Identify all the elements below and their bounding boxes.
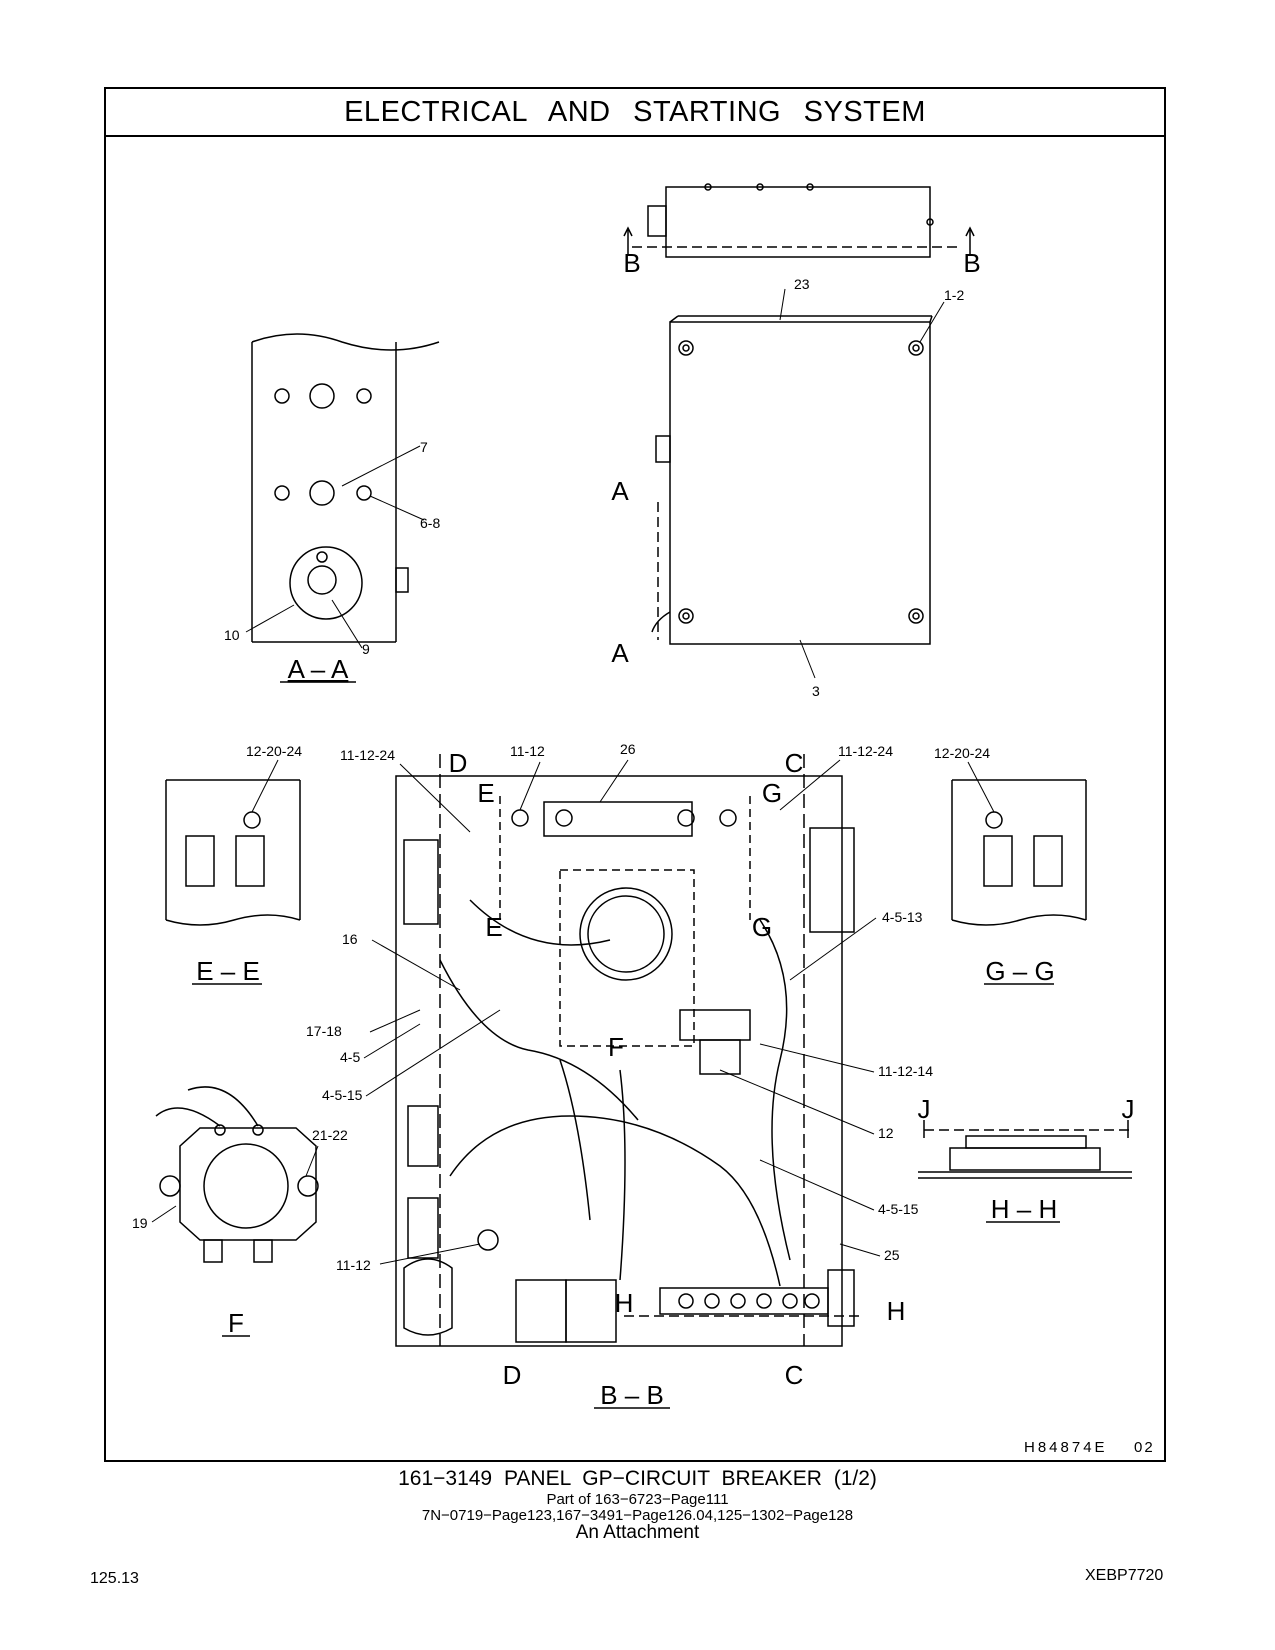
enclosure-top-view [623, 183, 975, 258]
callout-4-5-15-right: 4-5-15 [878, 1201, 919, 1217]
section-e-e-view [165, 779, 301, 926]
callout-17-18: 17-18 [306, 1023, 342, 1039]
callout-26: 26 [620, 741, 636, 757]
cut-letter-e-top: E [477, 778, 494, 808]
callout-7: 7 [420, 439, 428, 455]
section-h-h-view [918, 1120, 1132, 1179]
cut-letter-b-left: B [623, 248, 640, 278]
cut-letter-b-right: B [963, 248, 980, 278]
callout-21-22: 21-22 [312, 1127, 348, 1143]
cut-letter-h-left: H [615, 1288, 634, 1318]
section-label-h-h: H – H [991, 1194, 1057, 1224]
section-label-g-g: G – G [985, 956, 1054, 986]
cut-letter-h-right: H [887, 1296, 906, 1326]
document-id: XEBP7720 [1085, 1567, 1164, 1584]
section-label-f: F [228, 1308, 244, 1338]
callout-6-8: 6-8 [420, 515, 440, 531]
callout-19: 19 [132, 1215, 148, 1231]
callout-12-20-24-right: 12-20-24 [934, 745, 990, 761]
cut-letter-a-top: A [611, 476, 629, 506]
drawing-revision: 02 [1134, 1439, 1155, 1456]
callout-23: 23 [794, 276, 810, 292]
section-b-b-panel [395, 754, 860, 1347]
callout-11-12-bottom: 11-12 [336, 1257, 371, 1273]
callout-12: 12 [878, 1125, 894, 1141]
section-f-view [155, 1086, 319, 1263]
callout-11-12-24-left: 11-12-24 [340, 747, 395, 763]
enclosure-front-view [651, 315, 933, 645]
parts-diagram: B B A A A – A [132, 183, 1155, 1456]
section-a-a-view [251, 333, 440, 643]
section-label-a-a: A – A [288, 654, 349, 684]
cut-letter-c-bottom: C [785, 1360, 804, 1390]
cut-letter-a-bottom: A [611, 638, 629, 668]
cut-letter-e-bottom: E [485, 912, 502, 942]
section-g-g-view [951, 779, 1087, 926]
callout-labels: 23 1-2 7 6-8 10 9 3 12-20-24 11-12-24 11… [132, 276, 990, 1273]
caption-title: 161−3149 PANEL GP−CIRCUIT BREAKER (1/2) [398, 1467, 877, 1490]
callout-3: 3 [812, 683, 820, 699]
caption-references: 7N−0719−Page123,167−3491−Page126.04,125−… [421, 1507, 854, 1524]
cut-letter-g-bottom: G [752, 912, 772, 942]
section-label-e-e: E – E [196, 956, 260, 986]
callout-4-5: 4-5 [340, 1049, 360, 1065]
cut-letter-c-top: C [785, 748, 804, 778]
callout-11-12-top: 11-12 [510, 743, 545, 759]
drawing-code: H84874E [1024, 1439, 1108, 1456]
callout-10: 10 [224, 627, 240, 643]
caption-part-of: Part of 163−6723−Page111 [546, 1491, 729, 1508]
cut-letter-j-right: J [1122, 1094, 1135, 1124]
callout-1-2: 1-2 [944, 287, 964, 303]
page-number: 125.13 [90, 1570, 139, 1587]
page-title: ELECTRICAL AND STARTING SYSTEM [106, 89, 1164, 137]
caption-attachment: An Attachment [575, 1522, 700, 1543]
callout-4-5-15-left: 4-5-15 [322, 1087, 363, 1103]
callout-25: 25 [884, 1247, 900, 1263]
callout-9: 9 [362, 641, 370, 657]
cut-letter-d-bottom: D [503, 1360, 522, 1390]
leader-lines [151, 759, 995, 1265]
callout-11-12-14: 11-12-14 [878, 1063, 933, 1079]
callout-11-12-24-right: 11-12-24 [838, 743, 893, 759]
callout-12-20-24-left: 12-20-24 [246, 743, 302, 759]
cut-letter-f: F [608, 1032, 624, 1062]
cut-letter-g-top: G [762, 778, 782, 808]
cut-letter-j-left: J [918, 1094, 931, 1124]
callout-16: 16 [342, 931, 358, 947]
callout-4-5-13: 4-5-13 [882, 909, 923, 925]
section-label-b-b: B – B [600, 1380, 664, 1410]
cut-letter-d-top: D [449, 748, 468, 778]
illustration-frame: ELECTRICAL AND STARTING SYSTEM [104, 87, 1166, 1462]
